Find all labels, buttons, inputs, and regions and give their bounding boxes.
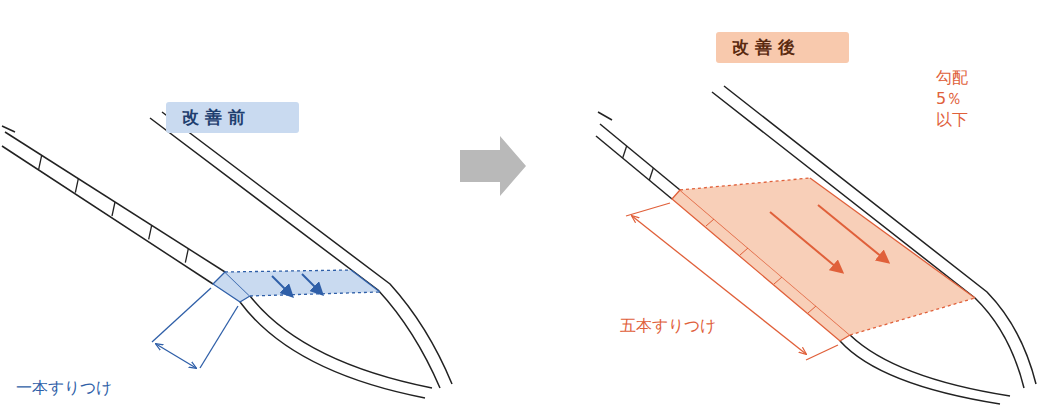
dimension-label: 一本すりつけ xyxy=(16,378,112,399)
dimension-label: 五本すりつけ xyxy=(620,316,716,337)
after-scene xyxy=(596,86,1036,404)
curb-line xyxy=(2,146,213,284)
after-ramp xyxy=(672,178,975,341)
curb-blocks xyxy=(39,155,189,262)
curb-line xyxy=(850,335,1010,396)
road-edge xyxy=(150,118,440,388)
curb-line xyxy=(840,341,1000,404)
curb-line xyxy=(598,112,612,120)
before-heading: 改善前 xyxy=(166,102,299,133)
after-dimension xyxy=(626,203,838,360)
curb-line xyxy=(600,124,680,190)
heading-text: 改善前 xyxy=(182,107,251,127)
curb-line xyxy=(240,302,425,398)
curb-line xyxy=(596,136,672,199)
curb-line xyxy=(2,126,15,132)
after-heading: 改善後 xyxy=(716,32,849,63)
heading-text: 改善後 xyxy=(732,37,801,57)
road-edge xyxy=(162,112,452,384)
curb-line xyxy=(5,132,225,272)
ramp-steps xyxy=(706,219,816,313)
slope-note: 勾配 5％以下 xyxy=(936,68,968,130)
curb-line xyxy=(250,296,432,388)
curb-blocks xyxy=(623,146,654,180)
before-dimension xyxy=(152,288,238,368)
before-scene xyxy=(2,112,452,398)
before-ramp xyxy=(213,270,380,302)
transition-arrow xyxy=(460,136,526,196)
